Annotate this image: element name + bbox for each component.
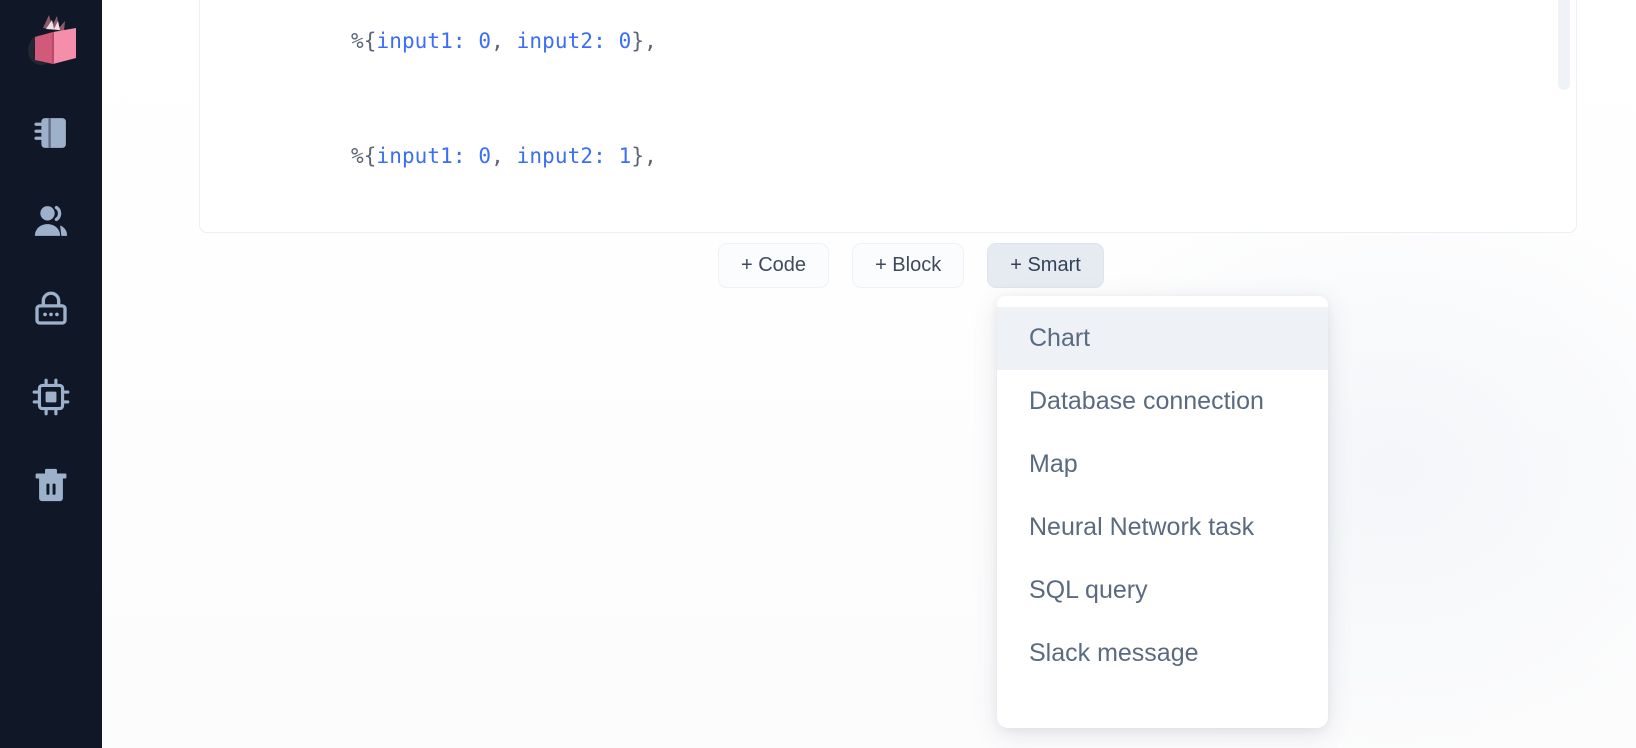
menu-item-sql-query[interactable]: SQL query <box>1029 576 1148 604</box>
livebook-logo[interactable] <box>17 10 85 76</box>
code-token-val2: 1 <box>605 143 632 168</box>
code-token-sep: , <box>491 143 517 168</box>
sidebar-item-bin[interactable] <box>20 454 82 516</box>
sidebar-item-users[interactable] <box>20 190 82 252</box>
code-token-indent <box>249 0 300 15</box>
code-line: %{input1: 0, input2: 1}, <box>200 99 1576 204</box>
cell-action-bar: + Code + Block + Smart <box>718 243 1104 288</box>
code-token-trail: , <box>644 143 657 168</box>
code-token-open: %{ <box>350 143 377 168</box>
code-token-close: } <box>631 29 645 54</box>
sidebar-item-runtime[interactable] <box>20 366 82 428</box>
livebook-logo-icon <box>28 15 76 65</box>
code-token-key1: input1: <box>376 29 466 54</box>
smart-cell-dropdown-menu: Chart Database connection Map Neural Net… <box>997 296 1328 728</box>
notebook-icon <box>34 118 66 148</box>
code-token-trail: , <box>644 29 657 54</box>
add-smart-cell-button[interactable]: + Smart <box>987 243 1104 288</box>
code-token-val1: 0 <box>465 29 492 54</box>
add-code-cell-button[interactable]: + Code <box>718 243 830 288</box>
sidebar-item-secrets[interactable] <box>20 278 82 340</box>
cpu-icon <box>32 378 70 416</box>
sidebar-item-notebook[interactable] <box>20 102 82 164</box>
code-token-val2: 0 <box>605 29 632 54</box>
sidebar <box>0 0 102 748</box>
code-token-sep: , <box>491 29 517 54</box>
menu-item-chart[interactable]: Chart <box>997 307 1328 370</box>
menu-item-database-connection[interactable]: Database connection <box>1029 387 1264 415</box>
add-block-button[interactable]: + Block <box>852 243 965 288</box>
editor-scrollbar[interactable] <box>1558 0 1570 90</box>
trash-icon <box>35 468 67 502</box>
code-token-key1: input1: <box>376 143 466 168</box>
code-token-indent <box>249 106 300 130</box>
code-editor[interactable]: %{input1: 0, input2: 0}, %{input1: 0, in… <box>200 0 1576 204</box>
menu-item-slack-message[interactable]: Slack message <box>1029 639 1199 667</box>
code-line: %{input1: 0, input2: 0}, <box>200 0 1576 99</box>
code-token-val1: 0 <box>465 143 492 168</box>
code-cell: %{input1: 0, input2: 0}, %{input1: 0, in… <box>199 0 1577 233</box>
code-token-key2: input2: <box>516 29 606 54</box>
lock-icon <box>35 291 67 325</box>
menu-item-neural-network-task[interactable]: Neural Network task <box>1029 513 1255 541</box>
users-icon <box>34 205 68 236</box>
menu-item-map[interactable]: Map <box>1029 450 1078 478</box>
code-token-key2: input2: <box>516 143 606 168</box>
code-token-open: %{ <box>350 29 377 54</box>
code-token-close: } <box>631 143 645 168</box>
